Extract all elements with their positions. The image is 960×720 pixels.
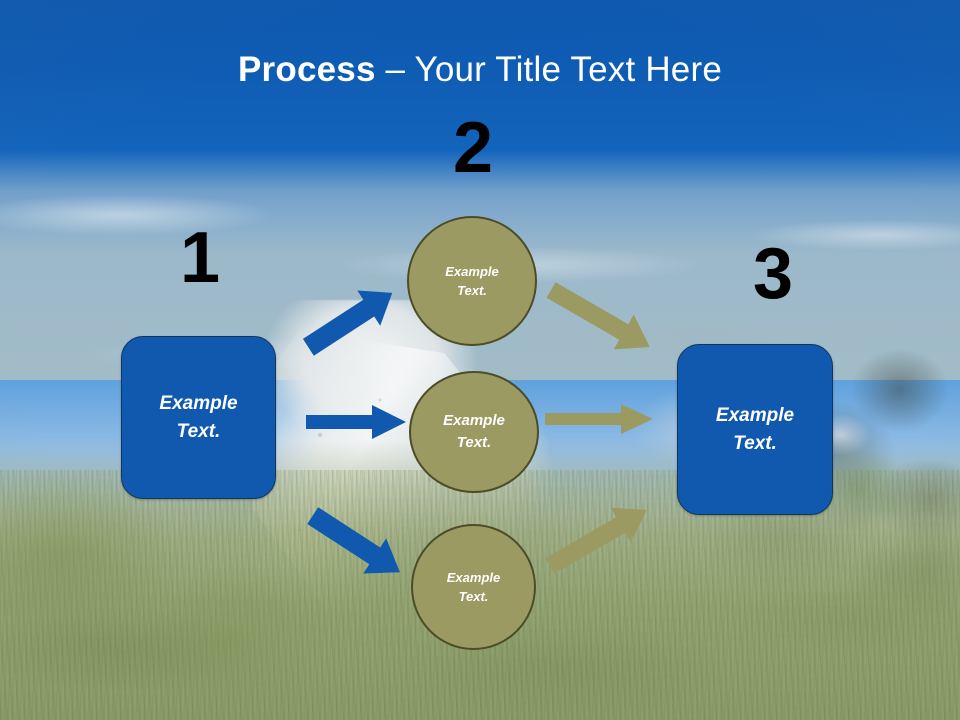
step-number-1: 1 bbox=[179, 218, 221, 298]
step-number-2: 2 bbox=[452, 108, 494, 188]
slide-title: Process – Your Title Text Here bbox=[0, 50, 960, 89]
process-circle-bottom-text: Example Text. bbox=[447, 568, 500, 607]
arrow-start-to-circle-middle-icon bbox=[306, 405, 406, 439]
process-circle-middle-line-1: Example bbox=[443, 411, 505, 429]
process-circle-bottom[interactable]: Example Text. bbox=[411, 524, 536, 650]
process-end-box-line-1: Example bbox=[715, 404, 795, 426]
process-start-box-text: Example Text. bbox=[159, 390, 237, 445]
process-circle-top-line-2: Text. bbox=[457, 283, 487, 298]
process-circle-middle[interactable]: Example Text. bbox=[409, 371, 539, 493]
process-circle-top-line-1: Example bbox=[445, 263, 499, 279]
process-circle-bottom-line-2: Text. bbox=[458, 589, 489, 604]
arrow-circle-middle-to-end-icon bbox=[545, 404, 655, 434]
process-circle-bottom-line-1: Example bbox=[446, 569, 501, 585]
arrow-circle-bottom-to-end-icon bbox=[542, 500, 658, 574]
process-circle-middle-line-2: Text. bbox=[456, 434, 492, 451]
process-start-box-line-2: Text. bbox=[176, 420, 221, 442]
slide-title-bold: Process bbox=[238, 50, 376, 89]
arrow-start-to-circle-top-icon bbox=[300, 282, 404, 356]
arrow-start-to-circle-bottom-icon bbox=[304, 507, 412, 582]
process-start-box-line-1: Example bbox=[159, 392, 238, 414]
process-end-box-text: Example Text. bbox=[716, 402, 794, 457]
process-end-box[interactable]: Example Text. bbox=[677, 344, 833, 515]
background-vegetation-right bbox=[820, 430, 960, 720]
arrow-circle-top-to-end-icon bbox=[543, 282, 663, 357]
process-start-box[interactable]: Example Text. bbox=[121, 336, 276, 499]
process-circle-top[interactable]: Example Text. bbox=[407, 216, 537, 346]
process-circle-top-text: Example Text. bbox=[445, 262, 498, 301]
process-circle-middle-text: Example Text. bbox=[443, 410, 505, 455]
step-number-3: 3 bbox=[752, 234, 794, 314]
slide-title-rest: – Your Title Text Here bbox=[375, 50, 722, 89]
process-end-box-line-2: Text. bbox=[733, 432, 777, 454]
